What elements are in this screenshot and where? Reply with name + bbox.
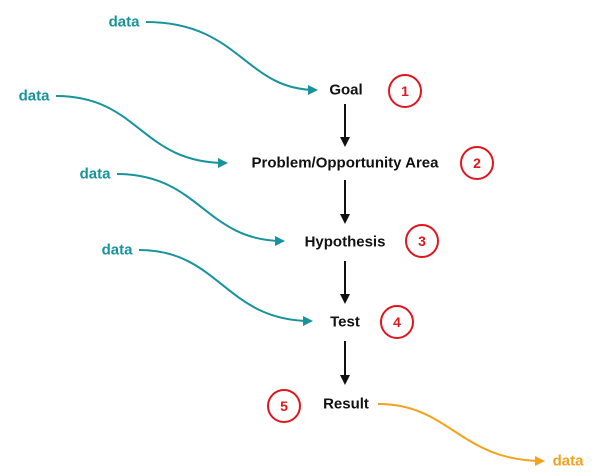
step-number-badge: 2 (460, 146, 494, 180)
data-input-arrow (145, 21, 318, 95)
step-number-badge: 4 (380, 305, 414, 339)
step-test: Test (330, 313, 360, 331)
step-hypothesis: Hypothesis (304, 233, 386, 251)
step-number-badge: 5 (267, 389, 301, 423)
badge-number: 2 (473, 155, 481, 171)
data-input-label: data (79, 165, 111, 183)
step-number-badge: 3 (405, 224, 439, 258)
step-result: Result (323, 395, 369, 413)
data-input-label: data (108, 13, 140, 31)
data-output-label: data (552, 452, 584, 470)
data-input-label: data (18, 87, 50, 105)
data-input-arrow (116, 173, 285, 246)
step-problem-opportunity-area: Problem/Opportunity Area (251, 154, 439, 172)
step-number-badge: 1 (388, 74, 422, 108)
badge-number: 1 (401, 83, 409, 99)
data-input-label: data (101, 241, 133, 259)
data-input-arrow (138, 249, 313, 326)
data-input-arrow (55, 95, 228, 168)
step-goal: Goal (329, 81, 363, 99)
data-output-arrow (377, 403, 545, 466)
badge-number: 5 (280, 398, 288, 414)
badge-number: 4 (393, 314, 401, 330)
badge-number: 3 (418, 233, 426, 249)
